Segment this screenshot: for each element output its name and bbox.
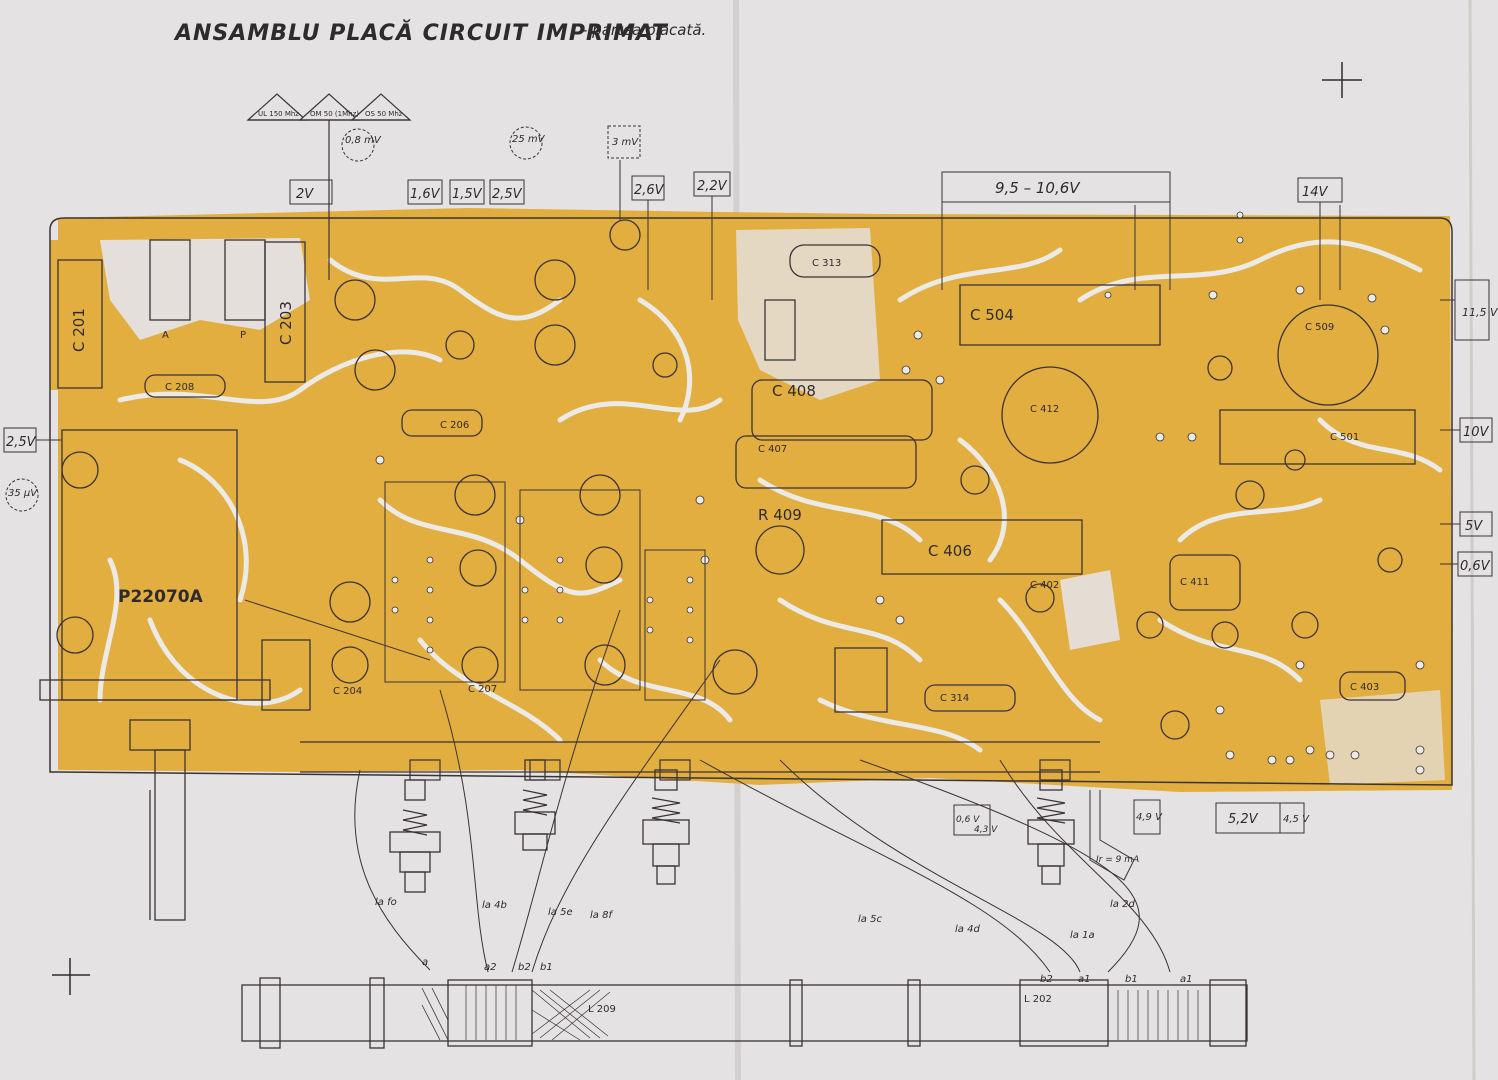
page-title: ANSAMBLU PLACĂ CIRCUIT IMPRIMAT (173, 20, 669, 46)
range-markers (246, 93, 412, 280)
label-c408: C 408 (772, 382, 816, 400)
voltage-14v: 14V (1302, 185, 1329, 200)
voltage-0-6v-bottom: 0,6 V (956, 815, 980, 825)
coil-tap-2: a2 (484, 962, 497, 973)
signal-level-1: 0,8 mV (345, 135, 382, 146)
label-c509: C 509 (1305, 322, 1334, 333)
label-c314: C 314 (940, 693, 969, 704)
voltage-11-5v: 11,5 V (1462, 306, 1498, 319)
wire-label-5: la 5c (858, 914, 882, 925)
label-c207: C 207 (468, 684, 497, 695)
coil-tap-5: b2 (1040, 974, 1053, 985)
paper-edge (1468, 0, 1476, 1080)
coil-tap-1: a (422, 957, 428, 968)
label-c406: C 406 (928, 542, 972, 560)
label-c412: C 412 (1030, 404, 1059, 415)
components-outline (39, 219, 1416, 740)
signal-level-2: 25 mV (512, 134, 546, 145)
label-c403: C 403 (1350, 682, 1379, 693)
coil-tap-7: b1 (1125, 974, 1138, 985)
label-c204: C 204 (333, 686, 362, 697)
voltage-tags (3, 171, 1493, 881)
voltage-10v: 10V (1463, 425, 1490, 440)
board-outline (49, 217, 1453, 786)
solder-pads (375, 211, 1425, 775)
voltage-9-5-10-6v: 9,5 – 10,6V (995, 179, 1081, 197)
antenna-wires (354, 609, 1171, 973)
voltage-4-5v: 4,5 V (1283, 814, 1310, 825)
current-ir: Ir = 9 mA (1096, 855, 1139, 865)
label-l209: L 209 (588, 1004, 616, 1015)
coil-tap-3: b2 (518, 962, 531, 973)
voltage-1-5v: 1,5V (452, 187, 483, 202)
coil-tap-6: a1 (1078, 974, 1091, 985)
page-subtitle: - partea placată. (582, 21, 706, 39)
voltage-1-6v: 1,6V (410, 187, 441, 202)
label-c411: C 411 (1180, 577, 1209, 588)
voltage-2-2v: 2,2V (697, 179, 728, 194)
label-switch-p: P (240, 330, 246, 341)
voltage-2-6v: 2,6V (634, 183, 665, 198)
trace-gaps (97, 239, 1443, 753)
sub-assembly-lines (36, 160, 1460, 701)
label-c402: C 402 (1030, 580, 1059, 591)
signal-level-3: 3 mV (612, 137, 639, 148)
voltage-2v: 2V (296, 187, 314, 202)
wire-label-2: la 4b (482, 900, 507, 911)
wire-label-3: la 5e (548, 907, 573, 918)
ferrite-antenna (241, 977, 1248, 1049)
coil-tap-4: b1 (540, 962, 553, 973)
label-c407: C 407 (758, 444, 787, 455)
wire-label-1: la fo (375, 897, 397, 908)
label-p22070a: P22070A (118, 587, 204, 607)
signal-level-marks (5, 125, 641, 512)
label-c504: C 504 (970, 306, 1014, 324)
wire-label-4: la 8f (590, 910, 613, 921)
range-marker-ul: UL 150 Mhz (258, 110, 299, 118)
label-c203: C 203 (277, 301, 295, 345)
label-c208: C 208 (165, 382, 194, 393)
wire-label-6: la 4d (955, 924, 980, 935)
voltage-5-2v: 5,2V (1228, 812, 1259, 827)
voltage-2-5v-left: 2,5V (6, 435, 37, 450)
label-c501: C 501 (1330, 432, 1359, 443)
wire-label-7: la 1a (1070, 930, 1095, 941)
range-marker-om: OM 50 (1Mhz) (310, 110, 359, 118)
signal-level-4: 35 μV (8, 488, 38, 499)
voltage-0-6v: 0,6V (1460, 559, 1491, 574)
push-buttons (129, 719, 1075, 921)
registration-marks (52, 62, 1362, 995)
range-marker-os: OS 50 Mhz (365, 110, 403, 118)
label-l202: L 202 (1024, 994, 1052, 1005)
voltage-2-5v: 2,5V (492, 187, 523, 202)
label-c206: C 206 (440, 420, 469, 431)
label-c201: C 201 (70, 308, 88, 352)
coil-tap-8: a1 (1180, 974, 1193, 985)
label-c313: C 313 (812, 258, 841, 269)
label-switch-a: A (162, 330, 169, 341)
voltage-5v: 5V (1465, 519, 1483, 534)
voltage-4-3v: 4,3 V (974, 825, 998, 835)
label-r409: R 409 (758, 506, 802, 524)
voltage-4-9v: 4,9 V (1136, 812, 1163, 823)
wire-label-8: la 2d (1110, 899, 1135, 910)
